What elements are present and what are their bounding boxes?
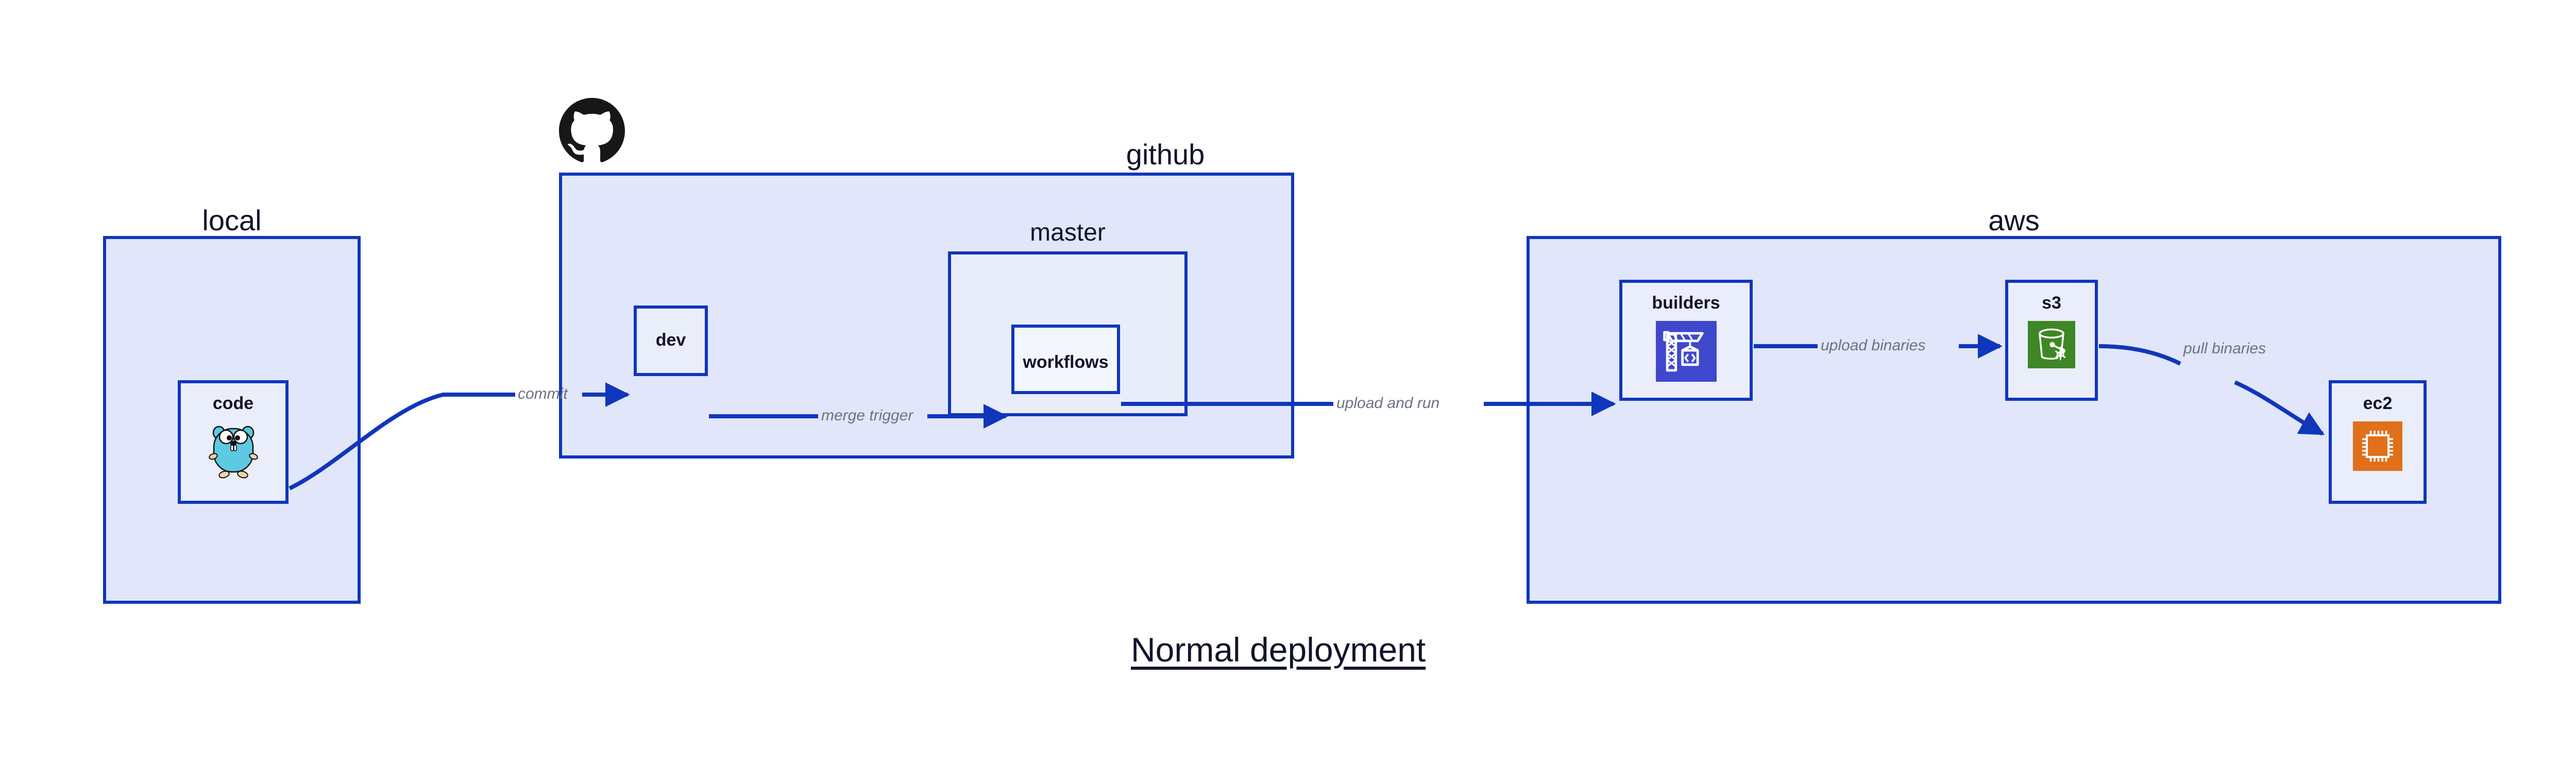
node-label-workflows: workflows xyxy=(1023,352,1109,372)
github-logo xyxy=(559,98,625,166)
node-dev[interactable]: dev xyxy=(634,305,708,376)
group-label-github: github xyxy=(1126,138,1205,171)
edge-label-pull-binaries: pull binaries xyxy=(2183,340,2266,357)
node-label-code: code xyxy=(212,394,254,413)
node-label-builders: builders xyxy=(1652,293,1720,313)
group-label-local: local xyxy=(202,204,262,236)
aws-ec2-icon xyxy=(2353,421,2402,473)
node-label-dev: dev xyxy=(655,330,686,350)
node-workflows[interactable]: workflows xyxy=(1011,325,1120,394)
group-label-master: master xyxy=(1030,219,1106,246)
aws-codebuild-icon xyxy=(1655,321,1717,384)
edge-label-commit: commit xyxy=(518,385,568,402)
group-label-aws: aws xyxy=(1988,204,2040,236)
node-label-ec2: ec2 xyxy=(2363,394,2393,413)
node-s3[interactable]: s3 xyxy=(2005,280,2098,401)
node-builders[interactable]: builders xyxy=(1619,280,1753,401)
aws-s3-icon xyxy=(2028,321,2075,371)
edge-label-upload-binaries: upload binaries xyxy=(1821,337,1926,354)
edge-label-upload-and-run: upload and run xyxy=(1336,395,1440,412)
node-label-s3: s3 xyxy=(2042,293,2061,313)
node-ec2[interactable]: ec2 xyxy=(2329,380,2427,504)
go-gopher-icon xyxy=(208,421,258,482)
node-code[interactable]: code xyxy=(178,380,289,504)
diagram-caption: Normal deployment xyxy=(1131,631,1426,669)
edge-label-merge-trigger: merge trigger xyxy=(821,407,913,424)
